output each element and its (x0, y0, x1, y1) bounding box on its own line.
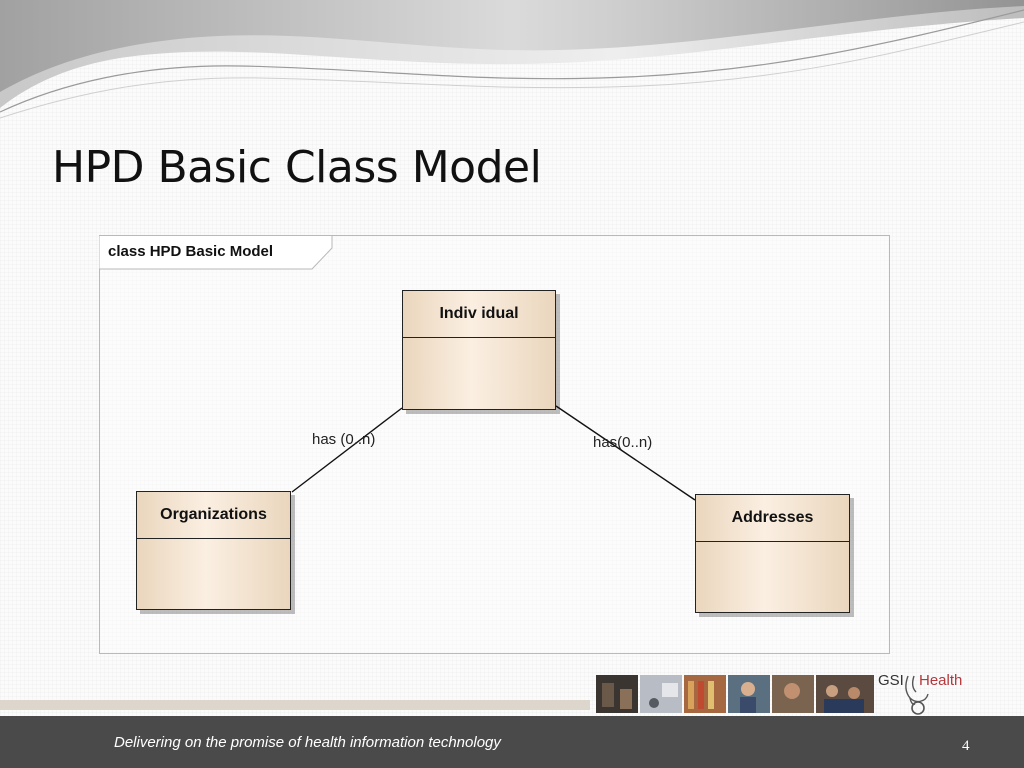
class-organizations[interactable]: Organizations (136, 491, 291, 610)
footer-accent-band (0, 700, 590, 710)
footer-tagline: Delivering on the promise of health info… (114, 734, 501, 751)
photo-strip-image (596, 675, 874, 713)
page-title: HPD Basic Class Model (52, 142, 542, 193)
logo-text-health: Health (919, 672, 963, 689)
diagram-frame-tab (99, 235, 333, 270)
page-number: 4 (962, 738, 970, 754)
diagram-frame-label: class HPD Basic Model (108, 243, 274, 260)
class-organizations-name: Organizations (137, 492, 290, 539)
logo-text-gsi: GSI (878, 672, 904, 689)
stethoscope-icon (905, 675, 929, 715)
association-line-individual-organizations (291, 407, 403, 493)
class-individual-name: Indiv idual (403, 291, 555, 338)
class-addresses[interactable]: Addresses (695, 494, 850, 613)
footer-bar (0, 716, 1024, 768)
association-label-individual-organizations: has (0..n) (312, 431, 376, 448)
class-addresses-name: Addresses (696, 495, 849, 542)
association-line-individual-addresses (555, 405, 696, 501)
header-swoosh-decoration (0, 0, 1024, 119)
class-individual[interactable]: Indiv idual (402, 290, 556, 410)
gsi-health-logo: GSI Health (878, 670, 978, 718)
association-label-individual-addresses: has(0..n) (593, 434, 653, 451)
